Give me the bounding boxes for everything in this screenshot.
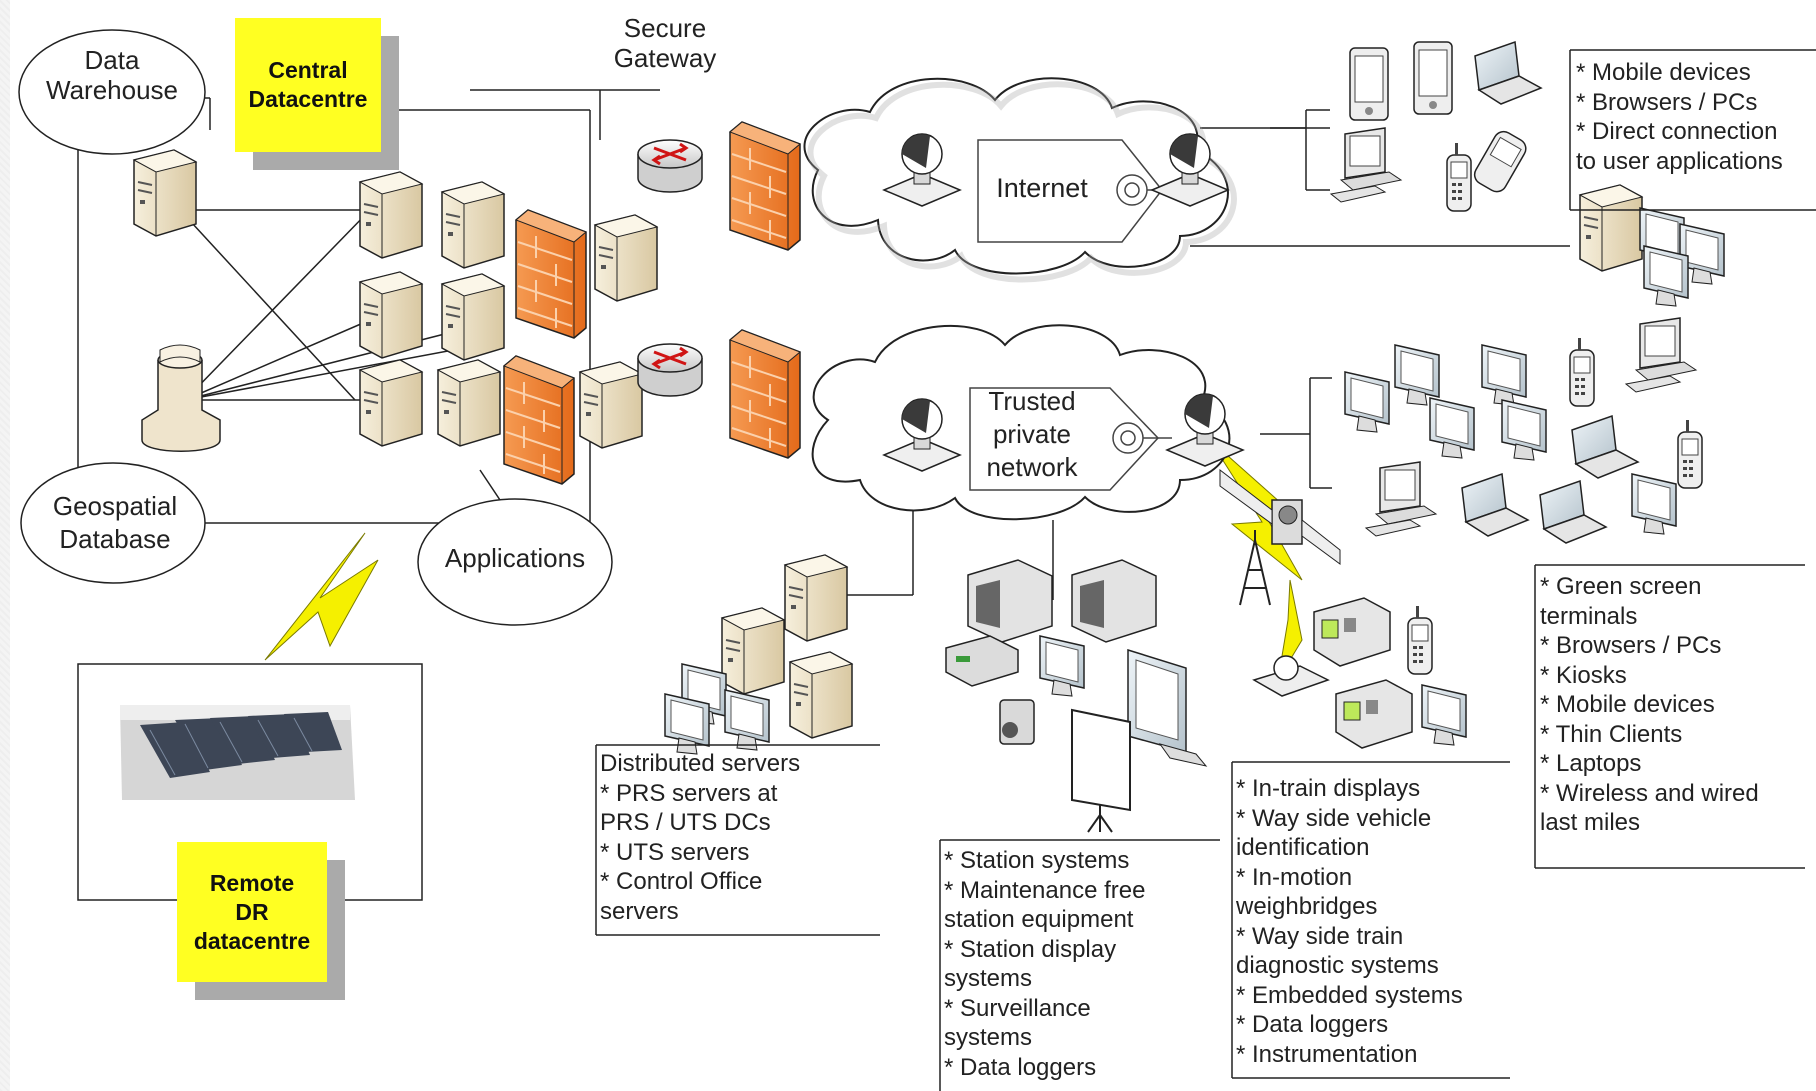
monitor-icon	[1625, 317, 1697, 393]
firewall-icon	[729, 121, 801, 251]
mobile-phone-icon	[1677, 419, 1703, 489]
firewall-icon	[515, 209, 587, 339]
monitor-icon	[1643, 245, 1689, 307]
database-icon	[141, 344, 221, 452]
tablet-icon	[1413, 41, 1453, 115]
laptop-icon	[1474, 41, 1542, 105]
server-icon	[359, 271, 423, 359]
trusted-network-label: Trusted private network	[986, 386, 1078, 482]
mobile-phone-icon	[1473, 130, 1527, 193]
mobile-phone-icon	[1569, 337, 1595, 407]
server-icon	[579, 361, 643, 449]
server-icon	[359, 171, 423, 259]
mobile-phone-icon	[1446, 142, 1472, 212]
router-icon	[636, 138, 704, 194]
server-icon	[133, 149, 197, 237]
train-systems-note: * In-train displays * Way side vehicle i…	[1236, 775, 1463, 1068]
display-screen-icon	[1127, 648, 1208, 767]
server-icon	[784, 554, 848, 642]
internet-tag	[977, 139, 1172, 243]
tablet-icon	[1349, 47, 1389, 121]
lightning-icon	[264, 532, 379, 661]
geospatial-database-ellipse	[20, 462, 206, 584]
central-datacentre-label: Central Datacentre	[235, 18, 381, 152]
monitor-icon	[1421, 684, 1467, 746]
server-icon	[437, 359, 501, 447]
laptop-icon	[1571, 415, 1639, 479]
server-icon	[1579, 184, 1643, 272]
monitor-icon	[1429, 397, 1475, 459]
network-device-icon	[945, 635, 1019, 687]
network-diagram: Data Warehouse Central Datacentre Secure…	[10, 0, 1816, 1091]
firewall-icon	[729, 329, 801, 459]
trusted-network-tag	[969, 387, 1172, 491]
monitor-icon	[1039, 635, 1085, 697]
applications-ellipse	[417, 498, 613, 626]
applications-label: Applications	[444, 543, 586, 573]
embedded-system-icon	[1313, 597, 1413, 749]
distributed-servers-note: Distributed servers * PRS servers at PRS…	[600, 750, 801, 925]
monitor-icon	[1501, 399, 1547, 461]
laptop-icon	[1539, 480, 1607, 544]
laptop-icon	[1461, 473, 1529, 537]
monitor-icon	[1365, 461, 1437, 537]
station-systems-note: * Station systems * Maintenance free sta…	[944, 847, 1146, 1081]
server-icon	[441, 181, 505, 269]
station-system-icon	[967, 559, 1157, 643]
server-icon	[359, 359, 423, 447]
monitor-icon	[1394, 344, 1440, 406]
satellite-icon	[1219, 468, 1341, 565]
endpoint-devices-note: * Green screen terminals * Browsers / PC…	[1540, 573, 1759, 836]
monitor-icon	[1631, 473, 1677, 535]
radio-tower-icon	[1239, 530, 1271, 606]
user-devices-note: * Mobile devices * Browsers / PCs * Dire…	[1576, 59, 1783, 175]
diagram-canvas	[18, 29, 1816, 1091]
camera-icon	[999, 699, 1035, 745]
monitor-icon	[1481, 344, 1527, 406]
data-warehouse-ellipse	[18, 29, 206, 155]
firewall-icon	[503, 355, 575, 485]
internet-label: Internet	[996, 173, 1088, 203]
server-icon	[721, 607, 785, 695]
monitor-icon	[724, 689, 770, 751]
server-icon	[441, 273, 505, 361]
mobile-phone-icon	[1407, 605, 1433, 675]
monitor-icon	[1344, 371, 1390, 433]
data-warehouse-label: Data Warehouse	[46, 45, 178, 105]
remote-dr-datacentre-label: Remote DR datacentre	[177, 842, 327, 982]
monitor-icon	[1330, 127, 1402, 203]
server-icon	[594, 214, 658, 302]
projector-screen-icon	[1071, 708, 1131, 833]
router-icon	[636, 342, 704, 398]
secure-gateway-label: Secure Gateway	[613, 13, 717, 73]
geospatial-database-label: Geospatial Database	[52, 491, 178, 554]
note-frames	[595, 49, 1816, 1091]
satellite-dish-icon	[1252, 655, 1330, 697]
datacentre-photo-icon	[120, 705, 355, 800]
server-icon	[789, 651, 853, 739]
